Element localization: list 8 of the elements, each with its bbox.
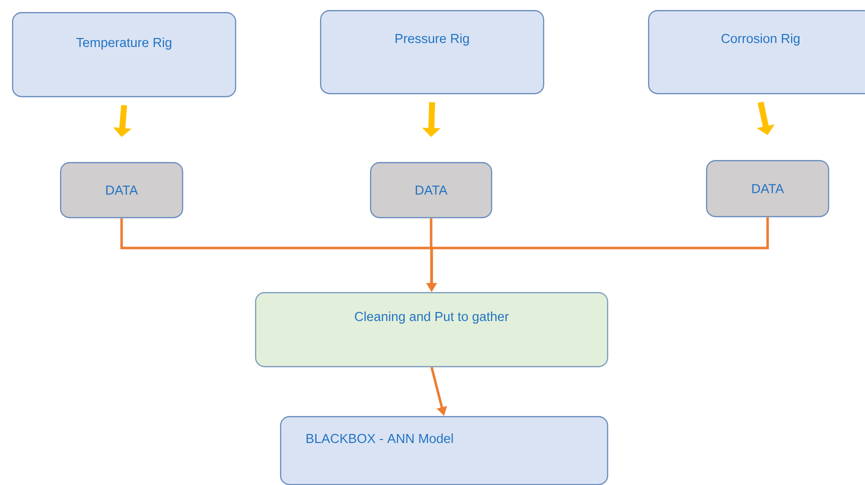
data-box: DATA	[370, 162, 492, 218]
process-box: Corrosion Rig	[648, 10, 865, 94]
process-box: Cleaning and Put to gather	[255, 292, 608, 368]
data-box: DATA	[706, 160, 830, 218]
process-box: Pressure Rig	[320, 10, 544, 94]
process-box: Temperature Rig	[12, 12, 236, 98]
data-box: DATA	[60, 162, 184, 218]
model-box: BLACKBOX - ANN Model	[280, 416, 608, 485]
